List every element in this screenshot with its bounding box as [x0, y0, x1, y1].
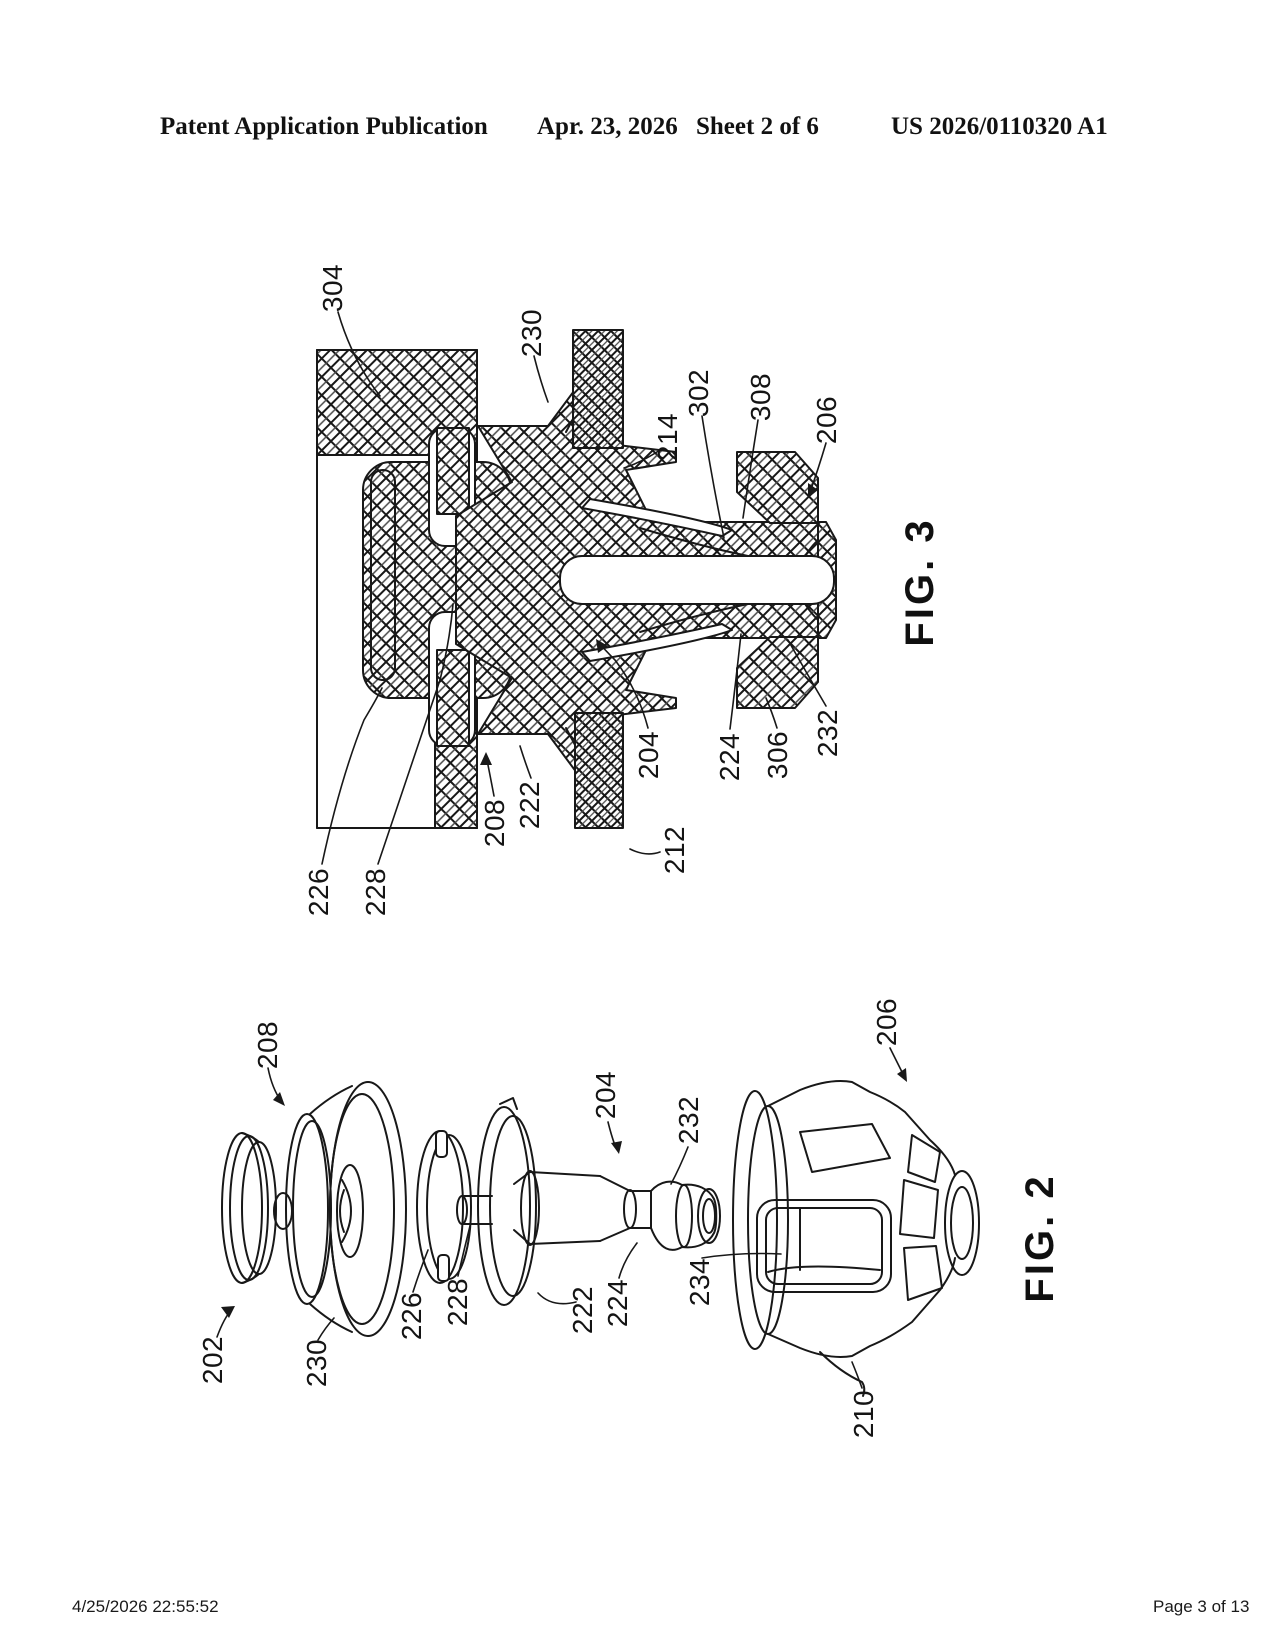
- ref-label: 228: [360, 867, 391, 917]
- footer-timestamp: 4/25/2026 22:55:52: [72, 1597, 219, 1616]
- ref-label: 204: [633, 730, 664, 780]
- ref-label: 208: [479, 798, 510, 848]
- fig2-arrowheads: [221, 1068, 907, 1318]
- ref-label: 234: [684, 1257, 715, 1307]
- ref-label: 228: [442, 1277, 473, 1327]
- fig2-leader-234: [701, 1252, 782, 1259]
- ref-label: 304: [317, 263, 348, 313]
- fig3-grommet-206: [639, 451, 819, 709]
- fig2-leader-210: [851, 1361, 863, 1389]
- footer-page-indicator: Page 3 of 13: [1153, 1597, 1250, 1616]
- fig2-leader-222: [537, 1292, 577, 1305]
- fig3-leader-214: [623, 449, 661, 469]
- fig3-leader-208: [486, 759, 495, 797]
- fig2-pin: [513, 1170, 721, 1251]
- fig3-leader-232: [787, 639, 827, 707]
- fig3-leader-230: [533, 355, 549, 403]
- fig2-washer: [416, 1130, 472, 1284]
- ref-label: 232: [812, 708, 843, 758]
- fig2-cage: [732, 1080, 980, 1397]
- fig2-caption: FIG. 2: [1018, 1173, 1062, 1303]
- fig2-leader-232: [670, 1146, 689, 1185]
- fig3-pin-bore: [559, 555, 835, 605]
- ref-label: 230: [301, 1338, 332, 1388]
- header-doc-number: US 2026/0110320 A1: [891, 113, 1108, 140]
- fig3-leader-212: [629, 848, 661, 855]
- ref-label: 230: [516, 308, 547, 358]
- fig3-arrowheads: [480, 483, 818, 765]
- header-sheet: Sheet 2 of 6: [696, 113, 819, 140]
- fig2-cap: [221, 1132, 293, 1284]
- ref-label: 206: [811, 395, 842, 445]
- fig3-leader-304: [337, 311, 381, 397]
- ref-label: 206: [871, 997, 902, 1047]
- ref-label: 204: [590, 1070, 621, 1120]
- fig2-stem: [456, 1195, 493, 1225]
- ref-label: 222: [567, 1285, 598, 1335]
- header-date: Apr. 23, 2026: [537, 113, 678, 140]
- ref-label: 210: [848, 1389, 879, 1439]
- ref-label: 214: [652, 412, 683, 462]
- fig2-leader-226: [412, 1249, 429, 1293]
- fig3-leader-228: [377, 603, 454, 865]
- ref-label: 302: [683, 368, 714, 418]
- fig3-panel-212: [572, 329, 624, 829]
- fig3-leader-226: [321, 687, 383, 865]
- header-publication: Patent Application Publication: [160, 113, 488, 140]
- ref-label: 224: [714, 732, 745, 782]
- ref-label: 226: [396, 1291, 427, 1341]
- ref-label: 208: [252, 1020, 283, 1070]
- fig3-drawing: [316, 311, 837, 865]
- fig2-leader-228: [457, 1225, 471, 1277]
- fig2-flange: [477, 1097, 537, 1306]
- fig2-leader-224: [618, 1242, 638, 1279]
- ref-label: 232: [673, 1095, 704, 1145]
- ref-label: 224: [602, 1278, 633, 1328]
- fig3-leader-308: [742, 419, 759, 519]
- fig3-leader-302: [701, 415, 725, 539]
- fig3-leader-224: [729, 633, 742, 730]
- fig2-leader-230: [317, 1317, 335, 1341]
- ref-label: 308: [745, 372, 776, 422]
- fig2-umbrella: [285, 1081, 407, 1337]
- fig3-caption: FIG. 3: [898, 517, 942, 647]
- fig2-drawing: [216, 1047, 980, 1397]
- ref-label: 222: [514, 780, 545, 830]
- ref-label: 226: [303, 867, 334, 917]
- fig3-leader-306: [765, 697, 778, 729]
- fig3-seal-blades: [581, 498, 733, 662]
- ref-label: 202: [197, 1335, 228, 1385]
- ref-label: 306: [762, 730, 793, 780]
- ref-label: 212: [659, 825, 690, 875]
- fig3-leader-222: [519, 745, 532, 779]
